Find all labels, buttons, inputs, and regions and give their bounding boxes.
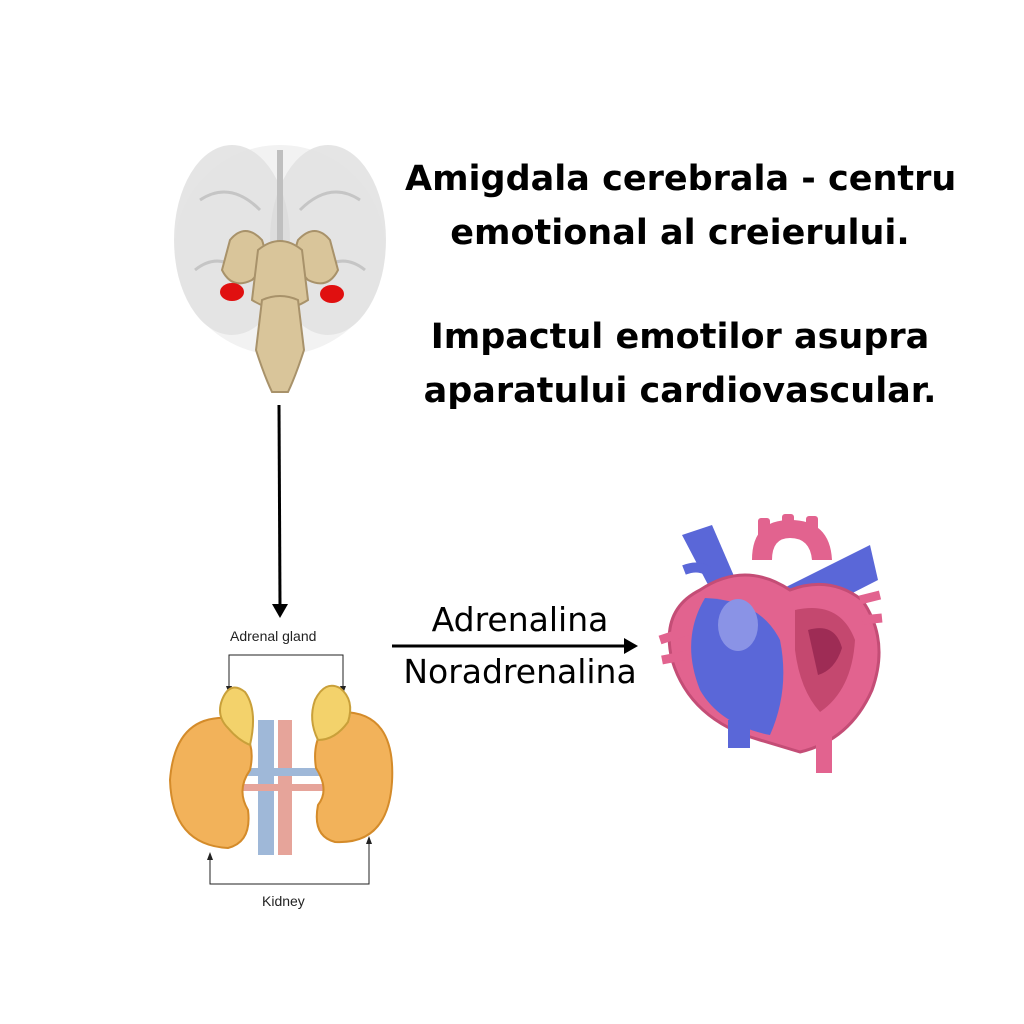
- hormone-label-noradrenalina: Noradrenalina: [403, 652, 637, 691]
- left-kidney: [168, 716, 253, 850]
- brain-illustration: [174, 145, 386, 393]
- title-line-3: Impactul emotilor asupra: [430, 317, 930, 357]
- heart-illustration: [658, 514, 883, 773]
- title-impact: Impactul emotilor asupra aparatului card…: [405, 310, 955, 418]
- kidney-adrenal-illustration: [168, 654, 394, 885]
- right-kidney: [314, 710, 394, 844]
- title-line-2: emotional al creierului.: [450, 213, 910, 253]
- adrenal-to-heart-arrow: [392, 638, 638, 654]
- title-amygdala: Amigdala cerebrala - centru emotional al…: [405, 152, 957, 260]
- adrenal-gland-label: Adrenal gland: [230, 628, 317, 644]
- kidney-label: Kidney: [262, 893, 305, 909]
- brain-to-adrenal-arrow: [272, 404, 288, 618]
- amygdala-left: [220, 283, 244, 301]
- hormone-label-adrenalina: Adrenalina: [431, 600, 609, 639]
- left-adrenal-gland: [219, 686, 255, 747]
- title-line-1: Amigdala cerebrala - centru: [405, 159, 957, 199]
- amygdala-right: [320, 285, 344, 303]
- right-adrenal-gland: [311, 684, 352, 742]
- title-line-4: aparatului cardiovascular.: [423, 371, 937, 411]
